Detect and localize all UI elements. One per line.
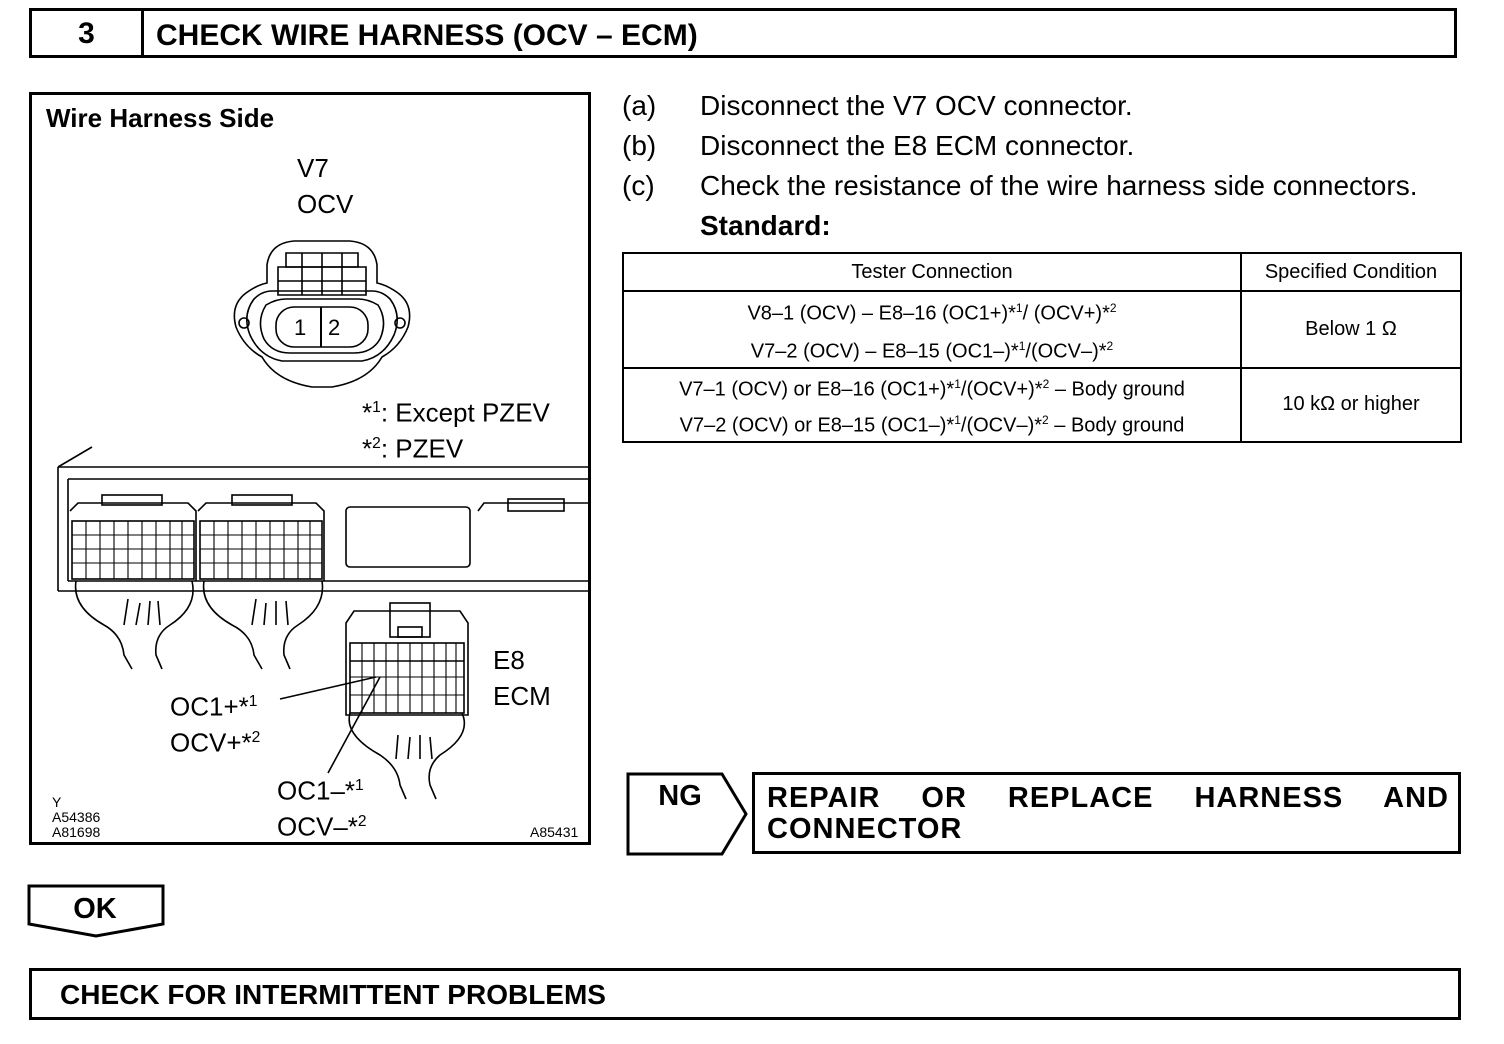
step-header: 3 CHECK WIRE HARNESS (OCV – ECM) <box>29 8 1457 58</box>
note-pzev: *2: PZEV <box>362 433 464 464</box>
ng-action-line-2: CONNECTOR <box>767 813 963 845</box>
table-row: V7–1 (OCV) or E8–16 (OC1+)*1/(OCV+)*2 – … <box>622 367 1462 443</box>
row2-connection: V7–1 (OCV) or E8–16 (OC1+)*1/(OCV+)*2 – … <box>622 367 1242 443</box>
ocv-plus-label: OCV+*2 <box>170 727 261 758</box>
next-step-box: CHECK FOR INTERMITTENT PROBLEMS <box>29 968 1461 1020</box>
v7-pin-1: 1 <box>294 315 307 340</box>
illustration-title: Wire Harness Side <box>46 103 275 133</box>
v7-code: V7 <box>297 153 329 183</box>
ng-action-line-1: REPAIR OR REPLACE HARNESS AND <box>767 782 1449 814</box>
v7-pin-2: 2 <box>328 315 341 340</box>
v7-connector-outline <box>233 240 411 388</box>
oc1-minus-label: OC1–*1 <box>277 775 364 806</box>
step-b-text: Disconnect the E8 ECM connector. <box>700 130 1135 161</box>
figure-code-2: A81698 <box>52 824 101 840</box>
figure-code-1: A54386 <box>52 809 101 825</box>
standard-table: Tester Connection Specified Condition V8… <box>622 252 1462 443</box>
figure-code-3: A85431 <box>530 824 579 840</box>
row1-condition: Below 1 Ω <box>1240 289 1462 370</box>
step-a-text: Disconnect the V7 OCV connector. <box>700 90 1133 121</box>
e8-connector-outline <box>345 602 469 716</box>
step-number: 3 <box>32 11 144 55</box>
ng-label: NG <box>658 780 702 812</box>
header-specified-condition: Specified Condition <box>1240 252 1462 292</box>
step-title: CHECK WIRE HARNESS (OCV – ECM) <box>156 19 698 52</box>
row1-connection: V8–1 (OCV) – E8–16 (OC1+)*1/ (OCV+)*2 V7… <box>622 289 1242 370</box>
step-c-text: Check the resistance of the wire harness… <box>700 170 1418 201</box>
ng-action-box: REPAIR OR REPLACE HARNESS AND CONNECTOR <box>752 772 1461 854</box>
harness-wires <box>74 580 466 800</box>
step-a-letter: (a) <box>622 90 657 121</box>
e8-name: ECM <box>493 681 551 711</box>
standard-label: Standard: <box>700 210 831 241</box>
v7-name: OCV <box>297 189 354 219</box>
e8-code: E8 <box>493 645 525 675</box>
ocv-minus-label: OCV–*2 <box>277 811 367 842</box>
ok-label: OK <box>73 893 117 925</box>
step-b-letter: (b) <box>622 130 657 161</box>
ecm-body <box>57 446 588 592</box>
figure-code-y: Y <box>52 794 62 810</box>
oc1p-leader <box>279 676 377 700</box>
table-row: V8–1 (OCV) – E8–16 (OC1+)*1/ (OCV+)*2 V7… <box>622 289 1462 370</box>
ng-arrow-tag <box>626 772 748 856</box>
row2-condition: 10 kΩ or higher <box>1240 367 1462 443</box>
ok-arrow-tag <box>27 884 165 938</box>
connector-drawing <box>57 240 588 800</box>
oc1-plus-label: OC1+*1 <box>170 691 258 722</box>
step-c-letter: (c) <box>622 170 655 201</box>
next-step-text: CHECK FOR INTERMITTENT PROBLEMS <box>60 979 606 1010</box>
header-tester-connection: Tester Connection <box>622 252 1242 292</box>
wiring-illustration: Wire Harness Side <box>29 92 591 845</box>
note-except-pzev: *1: Except PZEV <box>362 397 550 428</box>
oc1m-leader <box>327 676 381 774</box>
